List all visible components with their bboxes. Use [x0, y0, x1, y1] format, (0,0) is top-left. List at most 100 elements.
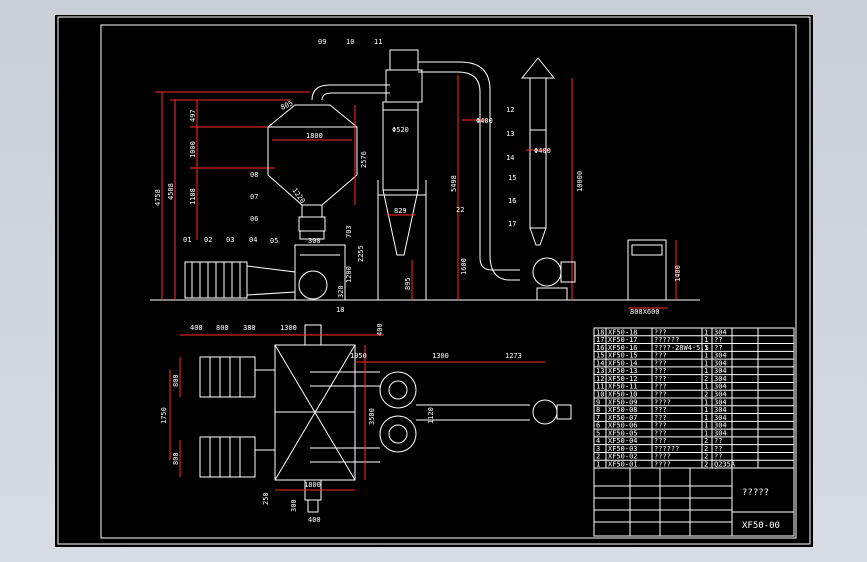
bom-cell-qty: 1 [704, 422, 708, 430]
dim-895: 895 [404, 277, 412, 290]
bom-cell-code: XF50-14 [608, 359, 638, 367]
bom-cell-no: 5 [596, 429, 600, 437]
callout-07: 07 [250, 193, 258, 201]
dim-520: Φ520 [392, 126, 409, 134]
dim-497: 497 [189, 109, 197, 122]
bom-cell-code: XF50-17 [608, 336, 638, 344]
bom-cell-mat: ?? [714, 453, 722, 461]
bom-cell-mat: 304 [714, 414, 727, 422]
bom-cell-mat: 304 [714, 398, 727, 406]
dim-plan-1273: 1273 [505, 352, 522, 360]
callout-18: 18 [336, 306, 344, 314]
bom-cell-code: XF50-07 [608, 414, 638, 422]
bom-cell-qty: 1 [704, 328, 708, 336]
bom-cell-code: XF50-04 [608, 437, 638, 445]
bom-cell-no: 2 [596, 453, 600, 461]
bom-cell-name: ?????? [654, 336, 679, 344]
dim-800x600: 800X600 [630, 308, 660, 316]
bom-cell-name: ???? [654, 461, 671, 469]
bom-cell-no: 13 [596, 367, 604, 375]
bom-cell-code: XF50-03 [608, 445, 638, 453]
bom-cell-no: 3 [596, 445, 600, 453]
outer-frame [57, 16, 811, 545]
callout-10: 10 [346, 38, 354, 46]
bom-cell-mat: Q235A [714, 461, 736, 469]
bom-cell-mat: 304 [714, 406, 727, 414]
dim-plan-1950: 1950 [350, 352, 367, 360]
dim-400-chimney: Φ400 [534, 147, 551, 155]
bom-cell-code: XF50-08 [608, 406, 638, 414]
bom-cell-qty: 1 [704, 367, 708, 375]
bom-cell-qty: 1 [704, 429, 708, 437]
dim-2576: 2576 [360, 151, 368, 168]
bom-cell-name: ??? [654, 383, 667, 391]
callout-17: 17 [508, 220, 516, 228]
dim-plan-3500: 3500 [368, 408, 376, 425]
bom-cell-qty: 2 [704, 445, 708, 453]
bom-cell-name: ???? [654, 453, 671, 461]
bom-cell-name: ??? [654, 391, 667, 399]
bom-cell-code: XF50-02 [608, 453, 638, 461]
bom-cell-qty: 2 [704, 391, 708, 399]
bom-cell-name: ??? [654, 406, 667, 414]
dim-400-duct: Φ400 [476, 117, 493, 125]
dim-300: 300 [308, 237, 321, 245]
title-block: ????? XF50-00 [593, 467, 795, 537]
bom-cell-code: XF50-10 [608, 391, 638, 399]
dim-plan-1800b: 1800 [304, 481, 321, 489]
dim-4508: 4508 [167, 183, 175, 200]
bom-cell-qty: 1 [704, 406, 708, 414]
bom-cell-no: 14 [596, 359, 604, 367]
callout-12: 12 [506, 106, 514, 114]
dim-829: 829 [394, 207, 407, 215]
bom-cell-qty: 1 [704, 414, 708, 422]
bom-cell-name: ??? [654, 359, 667, 367]
title-block-code: XF50-00 [742, 521, 780, 531]
bom-cell-no: 1 [596, 461, 600, 469]
callout-05: 05 [270, 237, 278, 245]
callout-01: 01 [183, 236, 191, 244]
dim-1800: 1800 [306, 132, 323, 140]
dim-1000: 1000 [189, 141, 197, 158]
dim-plan-1750: 1750 [160, 407, 168, 424]
callout-08: 08 [250, 171, 258, 179]
bom-cell-name: ??? [654, 422, 667, 430]
bom-cell-mat: 304 [714, 429, 727, 437]
dim-plan-400-right: 400 [376, 323, 384, 336]
dim-4758: 4758 [154, 189, 162, 206]
bom-cell-qty: 2 [704, 437, 708, 445]
dim-5498: 5498 [450, 175, 458, 192]
dim-1108: 1108 [189, 188, 197, 205]
bom-cell-mat: 304 [714, 367, 727, 375]
dim-1400: 1400 [674, 265, 682, 282]
bom-cell-mat: ?? [714, 445, 722, 453]
bom-cell-code: XF50-12 [608, 375, 638, 383]
bom-cell-no: 6 [596, 422, 600, 430]
bom-cell-name: ??? [654, 437, 667, 445]
dim-703: 703 [345, 225, 353, 238]
callout-15: 15 [508, 174, 516, 182]
dim-plan-800a: 800 [216, 324, 229, 332]
callout-11: 11 [374, 38, 382, 46]
bom-cell-name: ??? [654, 352, 667, 360]
dim-plan-300b: 300 [290, 499, 298, 512]
callout-16: 16 [508, 197, 516, 205]
bom-cell-no: 8 [596, 406, 600, 414]
bom-cell-code: XF50-11 [608, 383, 638, 391]
inner-frame [100, 24, 797, 539]
bom-cell-qty: 2 [704, 461, 708, 469]
dim-10000: 10000 [576, 171, 584, 192]
bom-cell-no: 7 [596, 414, 600, 422]
bom-cell-qty: 2 [704, 453, 708, 461]
drawing-sheet [55, 15, 813, 547]
bom-cell-name: ????-28W4-5.5 [654, 344, 709, 352]
callout-14: 14 [506, 154, 514, 162]
bom-cell-no: 11 [596, 383, 604, 391]
title-block-name: ????? [742, 488, 769, 498]
bom-cell-no: 16 [596, 344, 604, 352]
bom-cell-mat: 304 [714, 422, 727, 430]
bom-cell-code: XF50-16 [608, 344, 638, 352]
bom-cell-code: XF50-18 [608, 328, 638, 336]
